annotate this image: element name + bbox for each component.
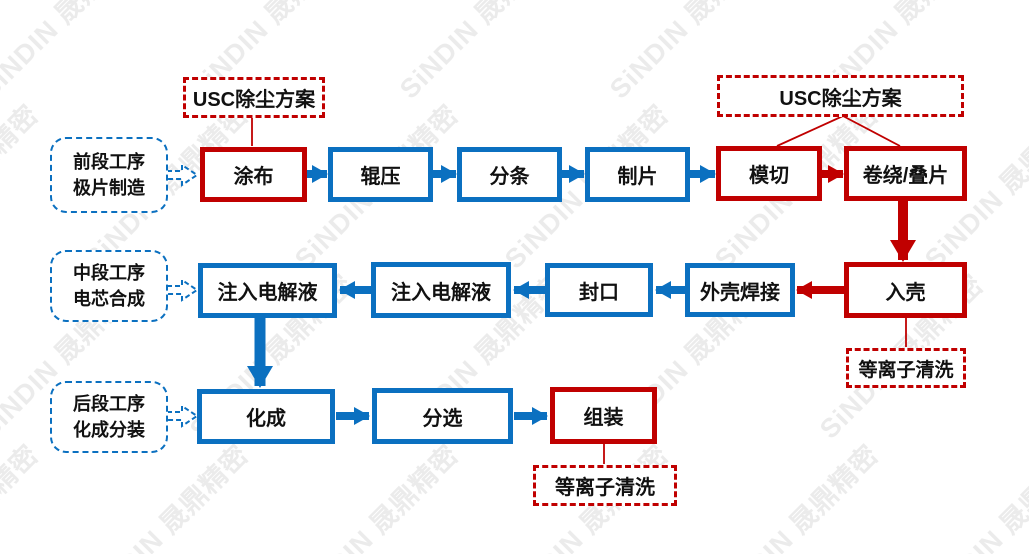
process-box-case-welding: 外壳焊接 [685, 263, 795, 317]
stage-front-arrow [166, 163, 199, 187]
usc-right-to-winding [842, 115, 901, 147]
process-box-electrolyte-injection-2: 注入电解液 [371, 262, 511, 318]
process-box-sealing: 封口 [545, 263, 653, 317]
process-box-winding-stacking: 卷绕/叠片 [844, 146, 967, 201]
stage-back-line1: 后段工序 [73, 393, 145, 414]
process-box-casing: 入壳 [844, 262, 967, 318]
stage-middle-line2: 电芯合成 [73, 289, 145, 309]
stage-middle-arrow [166, 278, 199, 302]
stage-label-middle: 中段工序 电芯合成 [50, 250, 168, 322]
process-box-sheeting: 制片 [585, 147, 690, 202]
stage-label-front: 前段工序 极片制造 [50, 137, 168, 213]
process-box-die-cutting: 模切 [716, 146, 822, 201]
plasma-cleaning-callout-right: 等离子清洗 [846, 348, 966, 388]
plasma-cleaning-callout-bottom: 等离子清洗 [533, 465, 677, 506]
process-box-slitting: 分条 [457, 147, 562, 202]
process-box-formation: 化成 [197, 389, 335, 444]
usc-callout-right: USC除尘方案 [717, 75, 964, 117]
process-box-assembly: 组装 [550, 387, 657, 444]
process-box-sorting: 分选 [372, 388, 513, 444]
stage-back-line2: 化成分装 [73, 420, 145, 440]
usc-callout-left: USC除尘方案 [183, 77, 325, 118]
process-box-electrolyte-injection-1: 注入电解液 [198, 263, 337, 318]
usc-right-to-die-cutting [776, 115, 844, 147]
stage-front-line2: 极片制造 [73, 178, 145, 198]
process-box-coating: 涂布 [200, 147, 307, 202]
process-box-calendering: 辊压 [328, 147, 433, 202]
stage-label-back: 后段工序 化成分装 [50, 381, 168, 453]
stage-front-line1: 前段工序 [73, 151, 145, 172]
stage-back-arrow [166, 404, 199, 428]
stage-middle-line1: 中段工序 [73, 262, 145, 283]
